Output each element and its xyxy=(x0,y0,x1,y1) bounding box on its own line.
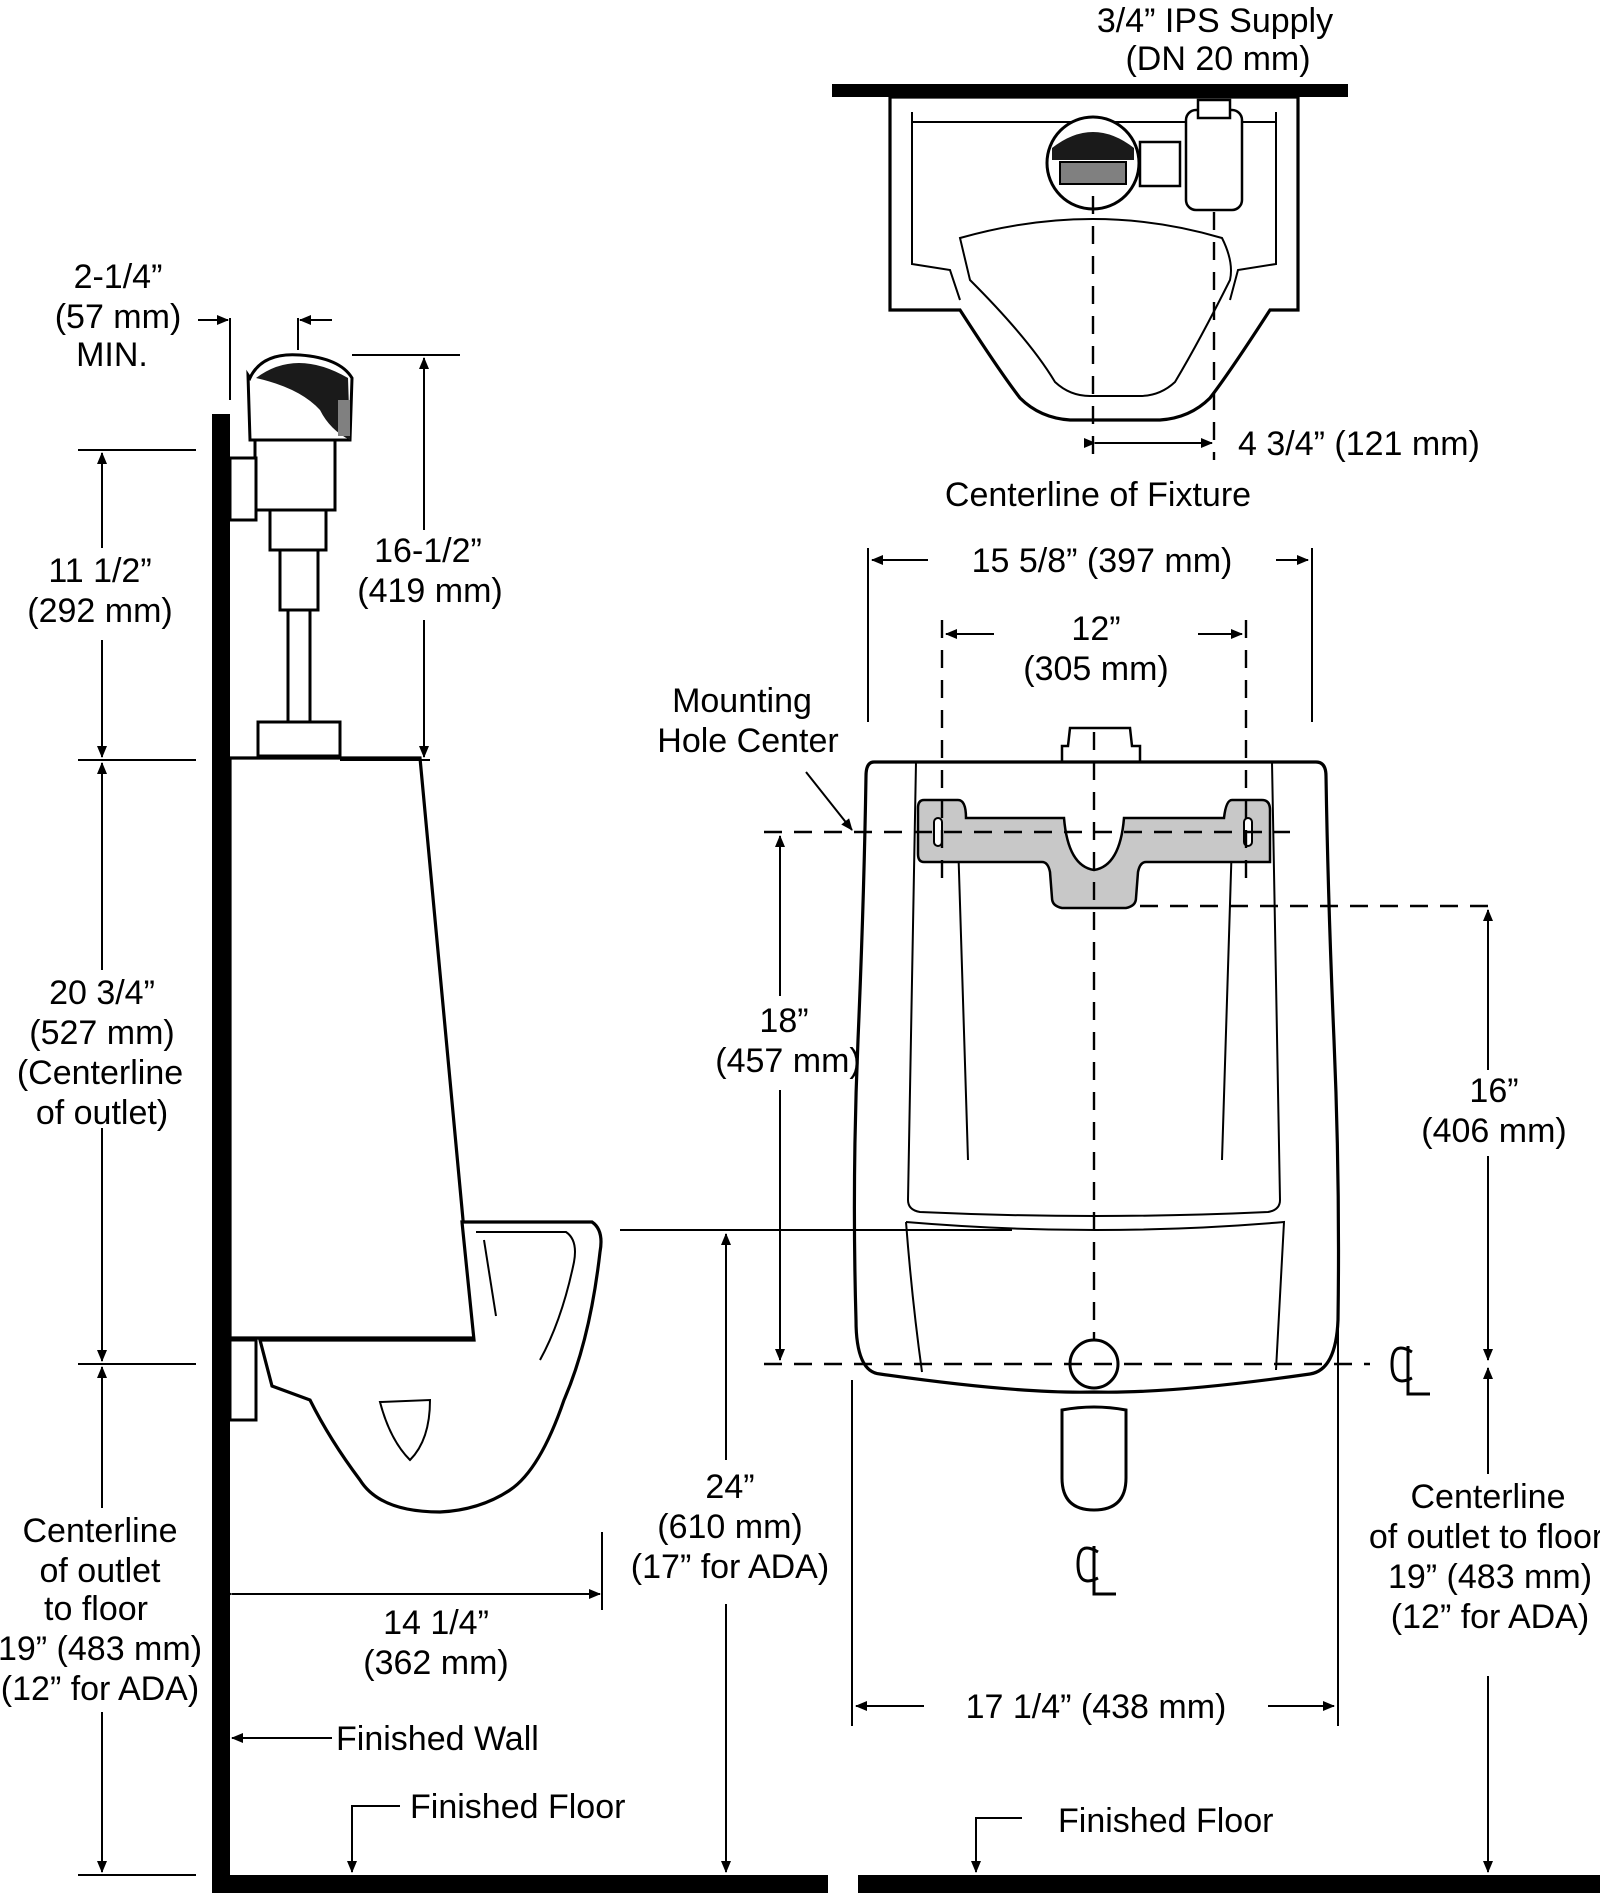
label-outlet-to-floor-right-3: 19” (483 mm) xyxy=(1388,1558,1592,1596)
top-view-sensor-window xyxy=(1059,161,1127,185)
side-view-sensor-window xyxy=(338,400,350,436)
label-min-clearance-3: MIN. xyxy=(76,336,148,374)
top-view-supply-cap xyxy=(1196,98,1232,120)
label-16-2: (406 mm) xyxy=(1421,1112,1566,1150)
label-supply-line2: (DN 20 mm) xyxy=(1125,40,1310,78)
side-view xyxy=(212,353,828,1893)
front-view-hanger-bracket xyxy=(916,798,1272,910)
side-view-supply-inlet xyxy=(228,456,258,522)
front-view-lip xyxy=(905,1220,1286,1371)
side-view-wall-hanger xyxy=(228,1338,258,1422)
label-outlet-height-1: 20 3/4” xyxy=(49,974,155,1012)
top-view-inner-rim xyxy=(911,112,961,301)
label-outlet-to-floor-left-4: 19” (483 mm) xyxy=(0,1630,202,1668)
label-finished-floor-left: Finished Floor xyxy=(410,1788,625,1826)
label-outlet-to-floor-right-4: (12” for ADA) xyxy=(1391,1598,1589,1636)
front-view-finished-floor xyxy=(858,1875,1600,1893)
label-min-clearance-1: 2-1/4” xyxy=(74,258,163,296)
label-finished-wall: Finished Wall xyxy=(336,1720,539,1758)
label-supply-line1: 3/4” IPS Supply xyxy=(1097,2,1333,40)
label-18-1: 18” xyxy=(759,1002,808,1040)
label-outlet-to-floor-right-1: Centerline xyxy=(1411,1478,1566,1516)
top-view-supply-stop xyxy=(1184,108,1244,212)
label-outlet-to-floor-left-3: to floor xyxy=(44,1590,148,1628)
label-outlet-height-4: of outlet) xyxy=(36,1094,168,1132)
label-hole-spacing-1: 12” xyxy=(1071,610,1120,648)
label-16-1: 16” xyxy=(1469,1072,1518,1110)
label-outlet-to-floor-left-5: (12” for ADA) xyxy=(1,1670,199,1708)
label-offset-dimension: 4 3/4” (121 mm) xyxy=(1238,425,1480,463)
side-view-sensor-cap xyxy=(256,363,350,440)
top-view xyxy=(832,84,1348,460)
label-rim-height-2: (610 mm) xyxy=(657,1508,802,1546)
label-valve-height-2: (419 mm) xyxy=(357,572,502,610)
label-depth-2: (362 mm) xyxy=(363,1644,508,1682)
side-view-valve-nut xyxy=(268,508,328,552)
front-view-spud xyxy=(1060,726,1142,764)
label-width-top: 15 5/8” (397 mm) xyxy=(972,542,1233,580)
side-view-bowl-inner xyxy=(476,1231,576,1361)
front-view-fixture-outline xyxy=(852,760,1341,1394)
label-outlet-height-3: (Centerline xyxy=(17,1054,183,1092)
centerline-symbol-right xyxy=(1390,1346,1430,1396)
label-top-height-2: (292 mm) xyxy=(27,592,172,630)
label-valve-height-1: 16-1/2” xyxy=(374,532,482,570)
label-outlet-to-floor-right-2: of outlet to floor xyxy=(1369,1518,1600,1556)
side-view-flush-tube xyxy=(286,608,312,724)
label-hole-spacing-2: (305 mm) xyxy=(1023,650,1168,688)
side-view-finished-floor xyxy=(212,1875,828,1893)
side-view-valve-body xyxy=(253,438,337,512)
front-view-rib-right xyxy=(1221,839,1233,1161)
top-view-valve-body xyxy=(1138,140,1182,188)
label-centerline-of-fixture: Centerline of Fixture xyxy=(945,476,1251,514)
arrow-finished-floor-right xyxy=(971,1817,1022,1873)
front-view xyxy=(852,726,1600,1893)
label-mounting-hole-2: Hole Center xyxy=(657,722,838,760)
label-top-height-1: 11 1/2” xyxy=(48,552,151,590)
front-view-lip-left xyxy=(905,1221,923,1373)
label-rim-height-3: (17” for ADA) xyxy=(631,1548,829,1586)
label-outlet-to-floor-left-1: Centerline xyxy=(23,1512,178,1550)
side-view-trap xyxy=(378,1398,432,1462)
side-view-fixture-bowl xyxy=(257,1220,603,1514)
side-view-bowl-inner-b xyxy=(483,1239,497,1317)
label-outlet-to-floor-left-2: of outlet xyxy=(40,1552,162,1590)
label-18-2: (457 mm) xyxy=(715,1042,860,1080)
label-mounting-hole-1: Mounting xyxy=(672,682,812,720)
side-view-vacuum-breaker xyxy=(278,548,320,612)
label-width-bottom: 17 1/4” (438 mm) xyxy=(966,1688,1227,1726)
front-view-tailpiece xyxy=(1060,1405,1128,1512)
top-view-wall xyxy=(832,84,1348,97)
label-outlet-height-2: (527 mm) xyxy=(29,1014,174,1052)
label-min-clearance-2: (57 mm) xyxy=(55,298,182,336)
label-finished-floor-right: Finished Floor xyxy=(1058,1802,1273,1840)
side-view-finished-wall xyxy=(212,414,230,1893)
front-view-rib-left xyxy=(957,839,969,1161)
label-depth-1: 14 1/4” xyxy=(383,1604,489,1642)
centerline-symbol-bottom xyxy=(1076,1546,1116,1596)
top-view-sensor-cap xyxy=(1052,132,1134,160)
arrow-finished-floor-left xyxy=(347,1805,400,1873)
label-rim-height-1: 24” xyxy=(705,1468,754,1506)
side-view-fixture-body xyxy=(228,756,476,1340)
top-view-bowl xyxy=(958,218,1232,397)
top-view-inner-rim-right xyxy=(1229,112,1277,301)
side-view-spud xyxy=(256,720,342,758)
arrow-mounting-hole xyxy=(805,771,853,831)
